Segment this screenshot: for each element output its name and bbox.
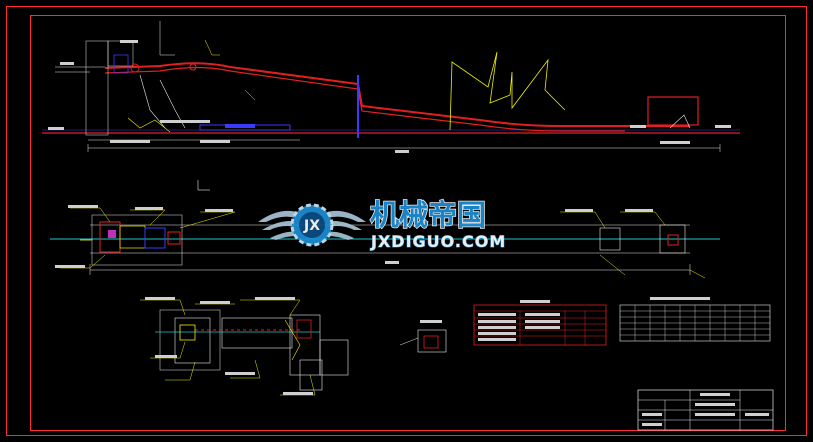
watermark: JX 机械帝国 JXDIGUO.COM — [258, 197, 506, 252]
drive-detail-view — [140, 297, 349, 396]
watermark-en: JXDIGUO.COM — [370, 232, 506, 251]
title-block — [637, 389, 774, 431]
axis-symbol — [197, 180, 210, 191]
logo-letters: JX — [303, 218, 320, 234]
outer-frame — [6, 6, 807, 436]
annotation-construction-lines — [449, 51, 566, 131]
tail-housing — [647, 96, 699, 126]
conveyor-belt-upper — [104, 62, 690, 127]
elevation-view — [42, 21, 740, 153]
winged-gear-logo-icon: JX — [258, 203, 366, 247]
watermark-cn: 机械帝国 — [370, 198, 486, 232]
section-detail-view — [399, 320, 447, 353]
spec-table — [619, 297, 771, 342]
inner-frame — [30, 15, 786, 431]
plan-view — [50, 205, 720, 279]
parts-table — [473, 300, 607, 346]
conveyor-belt-lower — [104, 66, 625, 132]
